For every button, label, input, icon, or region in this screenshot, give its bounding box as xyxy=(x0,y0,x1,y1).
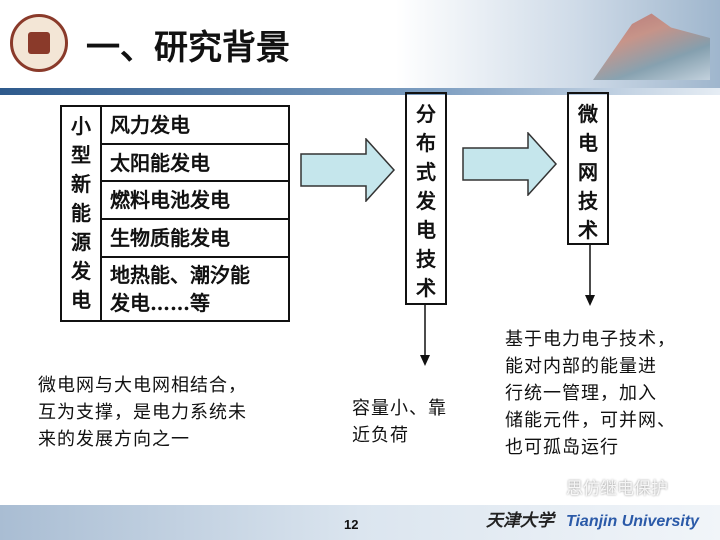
table-row: 风力发电 xyxy=(102,107,290,145)
distributed-generation-box: 分 布 式 发 电 技 术 xyxy=(405,92,447,305)
row-text: 生物质能发电 xyxy=(110,226,230,250)
note-left: 微电网与大电网相结合， 互为支撑，是电力系统未 来的发展方向之一 xyxy=(38,372,247,453)
note-line: 基于电力电子技术， xyxy=(505,329,676,350)
char: 发 xyxy=(71,259,91,283)
note-line: 行统一管理，加入 xyxy=(505,383,657,404)
table-row: 太阳能发电 xyxy=(102,145,290,182)
char: 电 xyxy=(416,218,436,242)
row-text: 太阳能发电 xyxy=(110,150,210,175)
char: 新 xyxy=(71,172,91,196)
note-line: 近负荷 xyxy=(352,425,409,446)
footer-bar xyxy=(0,505,720,540)
table-row: 生物质能发电 xyxy=(102,220,290,258)
row-text: 地热能、潮汐能 xyxy=(110,263,250,287)
char: 型 xyxy=(71,143,91,167)
page-number: 12 xyxy=(344,517,359,532)
category-label: 小 型 新 能 源 发 电 xyxy=(62,107,102,320)
header-banner xyxy=(0,0,720,88)
char: 发 xyxy=(416,189,436,213)
char: 分 xyxy=(416,102,436,126)
char: 能 xyxy=(71,201,91,225)
right-arrow-icon xyxy=(462,132,558,196)
note-right: 基于电力电子技术， 能对内部的能量进 行统一管理，加入 储能元件，可并网、 也可… xyxy=(505,326,676,461)
row-text: 燃料电池发电 xyxy=(110,188,230,212)
note-line: 互为支撑，是电力系统未 xyxy=(38,402,247,423)
row-text: 发电……等 xyxy=(110,291,210,315)
watermark: 思仿继电保护 xyxy=(566,479,668,499)
university-logo xyxy=(10,14,68,72)
university-name-en: Tianjin University xyxy=(566,513,700,530)
char: 术 xyxy=(416,276,436,300)
note-line: 也可孤岛运行 xyxy=(505,437,619,458)
note-line: 储能元件，可并网、 xyxy=(505,410,676,431)
note-line: 能对内部的能量进 xyxy=(505,356,657,377)
right-arrow-icon xyxy=(300,138,396,202)
table-row: 燃料电池发电 xyxy=(102,182,290,220)
university-name-cn: 天津大学 xyxy=(486,511,554,531)
energy-source-table: 小 型 新 能 源 发 电 风力发电 太阳能发电 燃料电池发电 生物质能发电 地… xyxy=(60,105,290,322)
building-image xyxy=(593,13,710,80)
char: 式 xyxy=(416,160,436,184)
down-arrow-icon xyxy=(420,305,430,366)
row-text: 风力发电 xyxy=(110,113,190,137)
char: 电 xyxy=(578,131,598,155)
slide-title: 一、研究背景 xyxy=(86,28,290,68)
note-line: 容量小、靠 xyxy=(352,398,447,419)
header-divider xyxy=(0,88,720,95)
char: 网 xyxy=(578,160,598,184)
microgrid-box: 微 电 网 技 术 xyxy=(567,92,609,245)
char: 术 xyxy=(578,218,598,242)
note-middle: 容量小、靠 近负荷 xyxy=(352,395,447,449)
table-row: 地热能、潮汐能发电……等 xyxy=(102,258,290,320)
char: 技 xyxy=(416,247,436,271)
note-line: 来的发展方向之一 xyxy=(38,429,190,450)
char: 布 xyxy=(416,131,436,155)
char: 技 xyxy=(578,189,598,213)
note-line: 微电网与大电网相结合， xyxy=(38,375,247,396)
char: 源 xyxy=(71,230,91,254)
char: 电 xyxy=(71,288,91,312)
char: 小 xyxy=(71,114,91,138)
down-arrow-icon xyxy=(585,245,595,306)
char: 微 xyxy=(578,102,598,126)
